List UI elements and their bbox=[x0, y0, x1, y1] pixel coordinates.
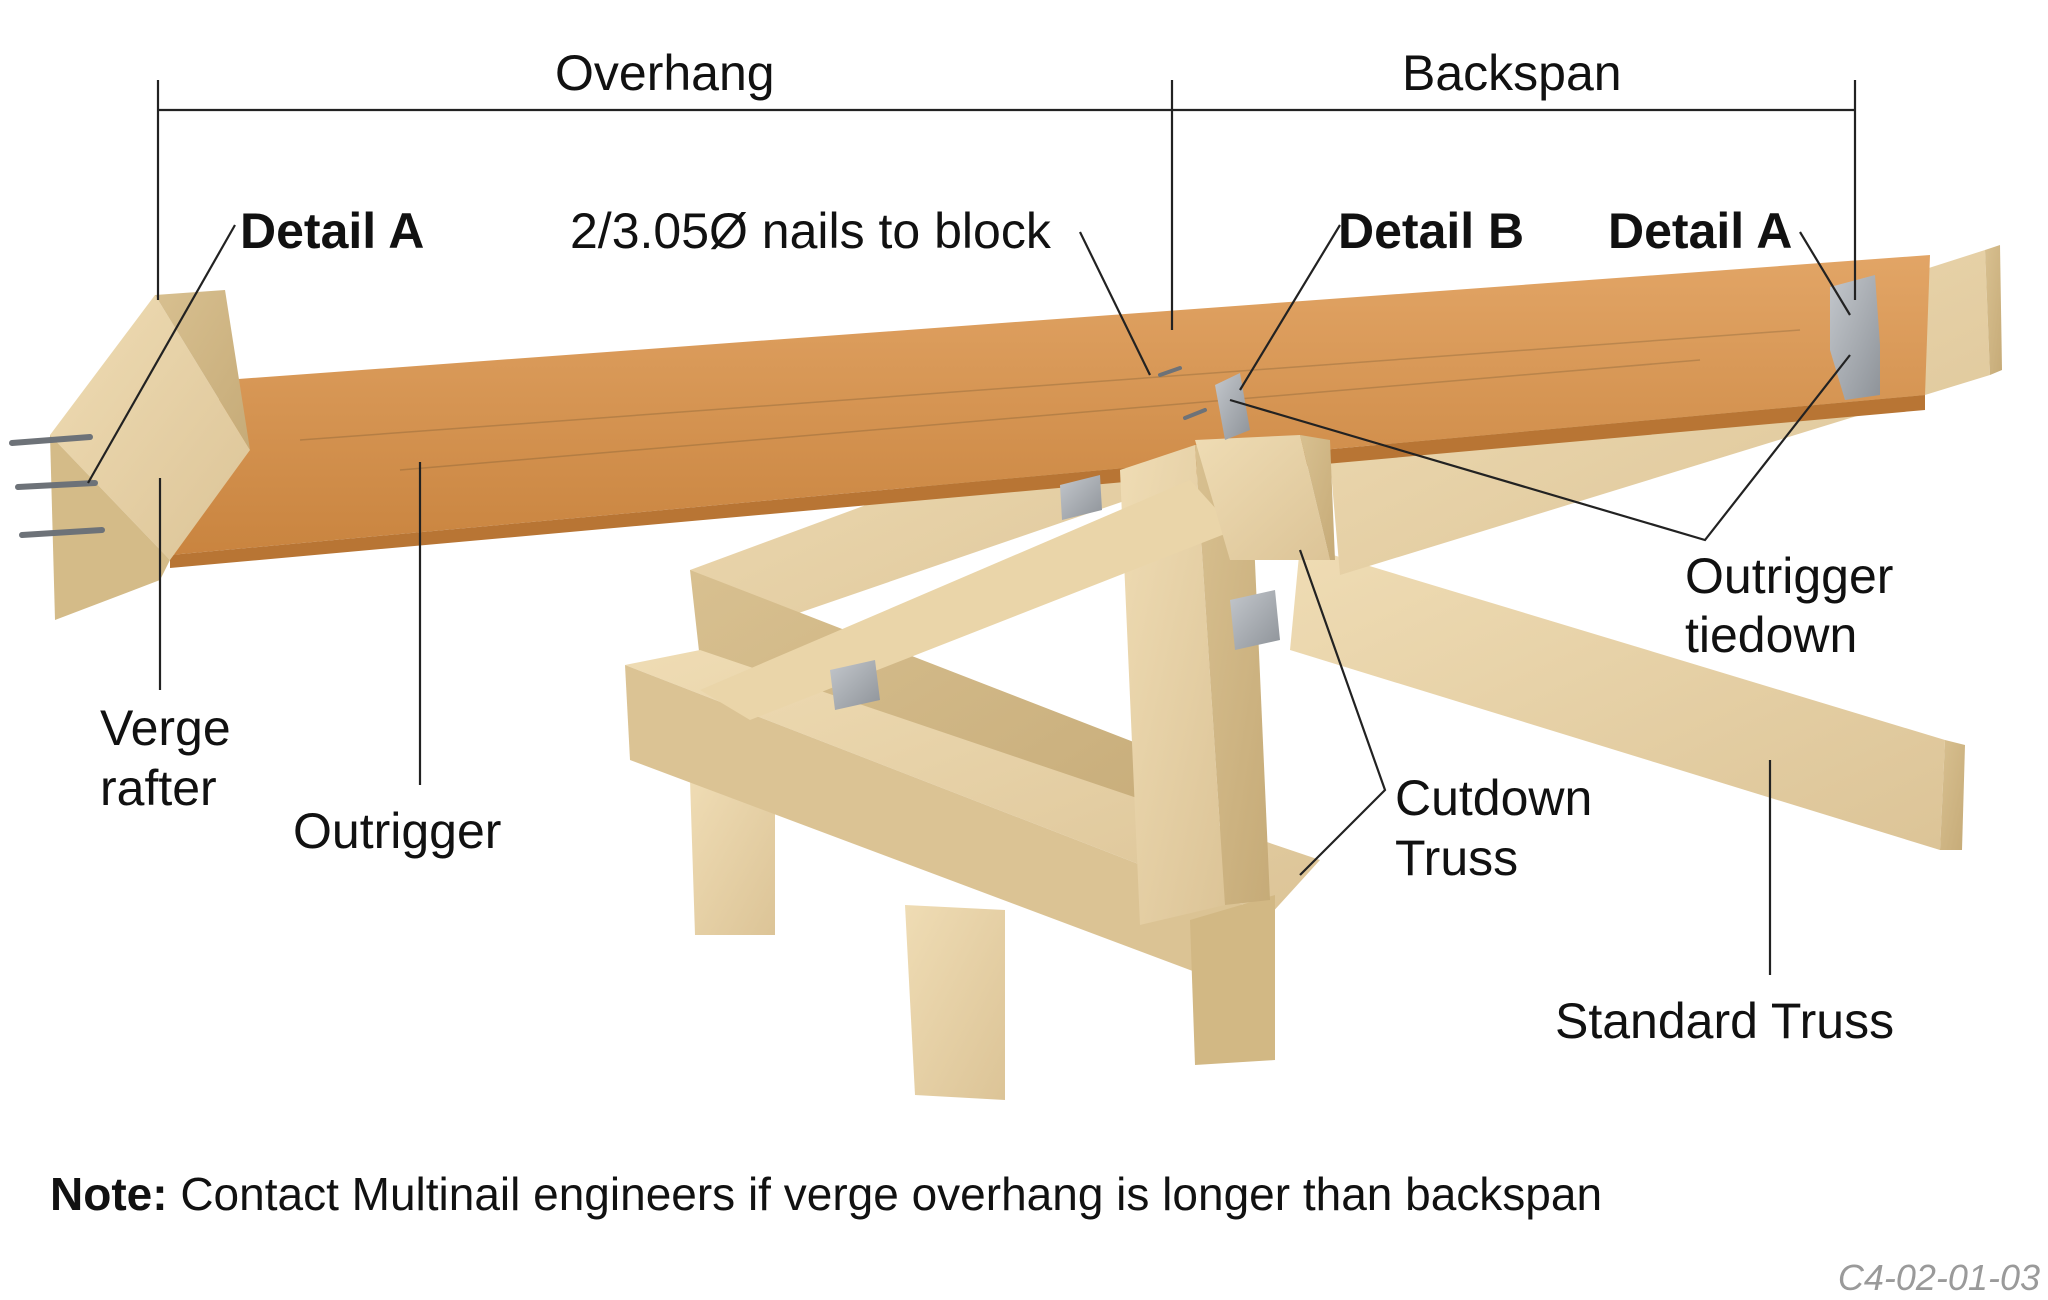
truss-plate-1 bbox=[1230, 590, 1280, 650]
cutdown-truss bbox=[625, 435, 1335, 1100]
drawing-code: C4-02-01-03 bbox=[1838, 1257, 2040, 1298]
note-text: Note: Contact Multinail engineers if ver… bbox=[50, 1168, 1602, 1220]
overhang-label: Overhang bbox=[555, 45, 775, 101]
standard-truss bbox=[1290, 545, 1965, 850]
outrigger-tiedown-label-1: Outrigger bbox=[1685, 548, 1893, 604]
verge-nails bbox=[9, 434, 105, 538]
outrigger-timber bbox=[170, 255, 1930, 568]
note-prefix: Note: bbox=[50, 1168, 168, 1220]
detail-b-label: Detail B bbox=[1338, 203, 1524, 259]
dimension-lines bbox=[156, 80, 1857, 330]
block-nails bbox=[1158, 366, 1207, 420]
verge-rafter-label-1: Verge bbox=[100, 700, 231, 756]
nails-label: 2/3.05Ø nails to block bbox=[570, 203, 1052, 259]
note-body: Contact Multinail engineers if verge ove… bbox=[168, 1168, 1603, 1220]
outrigger-tiedown-right bbox=[1830, 275, 1880, 400]
outrigger-tiedown-label-2: tiedown bbox=[1685, 607, 1857, 663]
truss-plate-2 bbox=[830, 660, 880, 710]
outrigger-label: Outrigger bbox=[293, 803, 501, 859]
cutdown-truss-label-1: Cutdown bbox=[1395, 770, 1592, 826]
detail-a-left-label: Detail A bbox=[240, 203, 424, 259]
cutdown-truss-label-2: Truss bbox=[1395, 830, 1518, 886]
detail-a-right-label: Detail A bbox=[1608, 203, 1792, 259]
verge-rafter-label-2: rafter bbox=[100, 760, 217, 816]
standard-truss-label: Standard Truss bbox=[1555, 993, 1894, 1049]
verge-rafter bbox=[50, 290, 250, 620]
backspan-label: Backspan bbox=[1402, 45, 1622, 101]
truss-plate-3 bbox=[1060, 475, 1102, 520]
leader-lines bbox=[87, 224, 1851, 975]
